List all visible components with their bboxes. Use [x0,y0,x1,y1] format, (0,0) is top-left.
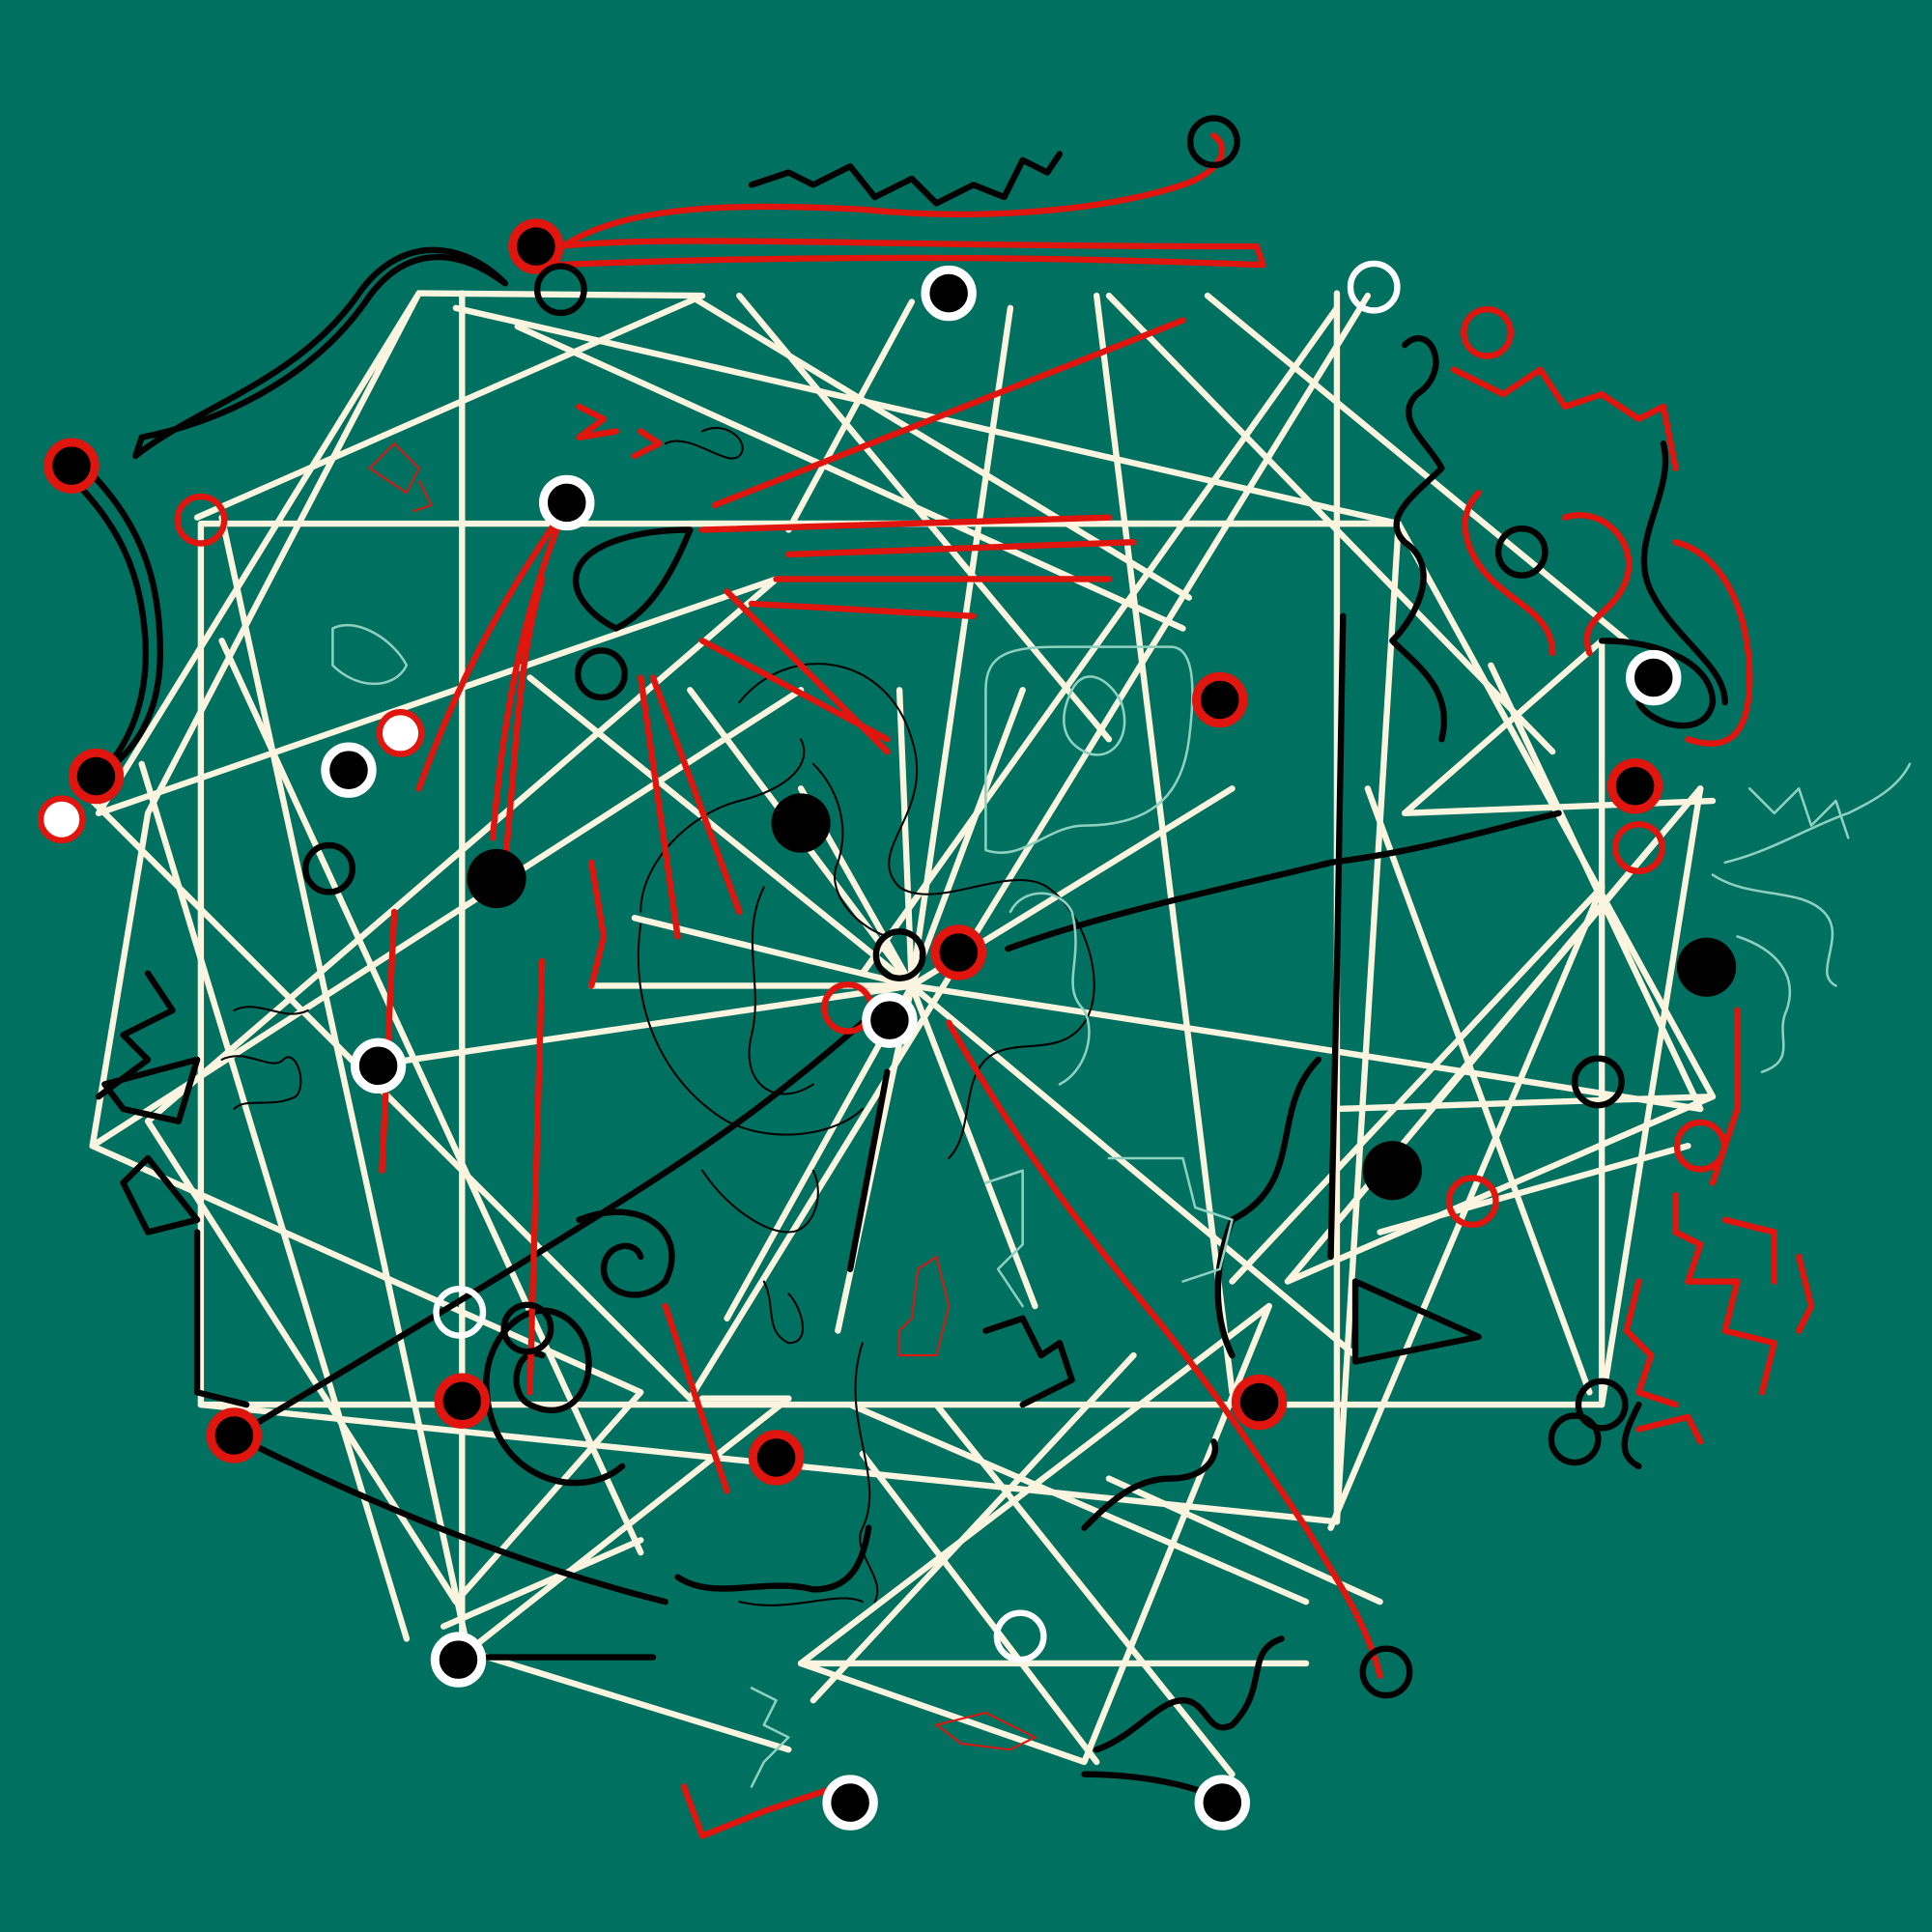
thin-red-outlines [368,441,1037,1751]
black-dot-red-ring [748,1430,805,1486]
black-dot-red-ring [43,438,99,494]
pale-teal-outlines [331,623,1912,1788]
black-ring [302,841,355,895]
black-ring [500,1301,554,1355]
black-dot-red-ring [68,748,125,805]
black-dot-red-ring [1192,671,1248,728]
black-dot-white-ring [350,1037,407,1094]
black-dot [771,793,831,853]
black-ring [1548,1412,1602,1466]
black-dot-red-ring [1231,1374,1288,1431]
black-dot [1676,937,1737,997]
black-dot-white-ring [862,992,918,1048]
black-dot-white-ring [1194,1775,1251,1831]
red-ring [1612,821,1665,874]
black-dot-white-ring [321,742,377,798]
black-ring [1359,1645,1413,1699]
black-freehand-strokes [71,151,1728,1803]
thin-black-squiggles [220,426,1095,1606]
black-dot-red-ring [930,924,987,980]
dots-layer [37,115,1737,1831]
black-ring [575,647,628,701]
red-ring [174,493,228,547]
white-ring [1347,260,1401,314]
black-dot-white-ring [539,474,595,531]
red-ring [1445,1175,1499,1229]
black-dot [1362,1141,1422,1201]
white-dot [37,795,86,844]
black-dot-white-ring [822,1775,878,1831]
black-dot-white-ring [1626,649,1682,706]
black-dot [467,848,526,909]
black-dot-red-ring [206,1407,263,1463]
black-ring [533,263,587,317]
black-dot-red-ring [434,1373,491,1429]
black-ring [1186,115,1240,169]
red-strokes [379,132,1815,1839]
black-ring [1494,526,1548,579]
white-dot [376,709,425,757]
black-dot-white-ring [921,265,977,322]
black-ring [872,928,926,981]
black-dot-red-ring [1606,758,1663,814]
white-ring [433,1285,487,1339]
white-ring [993,1609,1047,1663]
black-dot-white-ring [430,1632,487,1688]
black-dot-red-ring [508,218,564,274]
black-ring [1575,1378,1629,1432]
red-ring [1461,305,1514,359]
black-ring [1571,1055,1625,1109]
red-ring [1673,1119,1727,1173]
